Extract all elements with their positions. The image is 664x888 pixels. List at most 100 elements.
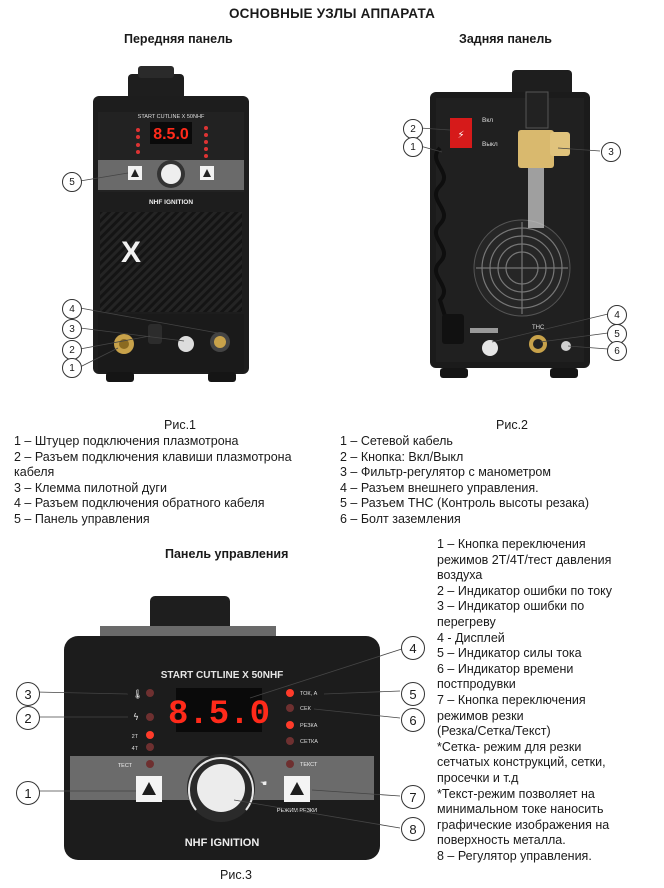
fig3-legend-item: 8 – Регулятор управления. [437,848,592,863]
postflow-led-label: СЕК [300,706,312,712]
rear-callout-1: 1 [403,137,423,157]
handle [128,74,184,100]
text-led-label: ТЕКСТ [300,762,318,768]
led-2t-label: 2T [132,734,139,740]
fig3-legend-item: постпродувки [437,677,516,692]
rear-callout-3: 3 [601,142,621,162]
fig3-legend-item: просечки и т.д [437,770,519,785]
thc-label: THC [532,325,545,331]
fig3-legend-item: графические изображения на [437,817,610,832]
front-grille [100,212,242,312]
fig1-legend: 1 – Штуцер подключения плазмотрона 2 – Р… [14,434,334,528]
switch-off-label: Выкл [482,141,498,148]
led-4t [146,743,154,751]
fig3-legend-item: поверхность металла. [437,833,566,848]
fig3-legend-item: 3 – Индикатор ошибки по [437,599,585,614]
rear-panel-figure: ⚡ Вкл Выкл THC [400,52,664,392]
cp-display-value: 8.5.0 [168,696,270,734]
fig3-legend-item: сетчатых конструкций, сетки, [437,755,606,770]
fig3-legend-item: перегреву [437,614,496,629]
cp-callout-8: 8 [401,817,425,841]
rear-callout-2: 2 [403,119,423,139]
fig1-legend-item: 3 – Клемма пилотной дуги [14,480,167,495]
cp-handle [150,596,230,634]
current-error-led [146,713,154,721]
control-knob [161,164,181,184]
fig3-legend-item: (Резка/Сетка/Текст) [437,724,551,739]
x-logo: X [121,236,141,269]
ext-control-socket [482,340,498,356]
cp-brand: START CUTLINE X 50NHF [161,670,284,681]
fig2-legend-item: 1 – Сетевой кабель [340,434,453,448]
cp-callout-1: 1 [16,781,40,805]
fig3-legend-item: 6 – Индикатор времени [437,661,574,676]
cp-model: NHF IGNITION [185,837,260,849]
fig2-legend-item: 2 – Кнопка: Вкл/Выкл [340,449,464,464]
power-plug [442,314,464,344]
led-test [146,760,154,768]
control-panel-figure: START CUTLINE X 50NHF 8.5.0 🌡 ϟ 2T 4T ТЕ… [0,590,435,860]
fig3-legend-item: 4 - Дисплей [437,630,505,645]
front-callout-2: 2 [62,340,82,360]
rear-callout-6: 6 [607,341,627,361]
front-panel-figure: 8.5.0 START CUTLINE X 50NHF NHF IGNITION… [0,52,330,392]
cp-callout-2: 2 [16,706,40,730]
fig3-legend-item: 2 – Индикатор ошибки по току [437,583,613,598]
front-callout-4: 4 [62,299,82,319]
grid-led-label: СЕТКА [300,739,318,745]
svg-text:⚡: ⚡ [457,130,464,141]
rear-callout-4: 4 [607,305,627,325]
fig3-legend-item: *Текст-режим позволяет на [437,786,595,801]
front-callout-5: 5 [62,172,82,192]
power-switch [450,118,472,148]
current-led [286,689,294,697]
postflow-led [286,704,294,712]
pilot-arc-clamp [178,336,194,352]
control-knob-main [197,764,245,812]
cp-callout-6: 6 [401,708,425,732]
fig3-legend-item: 5 – Индикатор силы тока [437,646,582,661]
led-4t-label: 4T [132,746,139,752]
fig2-legend-item: 3 – Фильтр-регулятор с манометром [340,465,551,480]
filter-regulator [518,130,554,168]
text-led [286,760,294,768]
fig1-legend-item: 2 – Разъем подключения клавиши плазмотро… [14,449,292,464]
cp-callout-5: 5 [401,682,425,706]
fig1-legend-item: кабеля [14,465,55,480]
fig1-legend-item: 1 – Штуцер подключения плазмотрона [14,434,239,448]
front-callout-1: 1 [62,358,82,378]
rear-panel-heading: Задняя панель [459,32,552,46]
hand-icon: ☚ [260,779,267,788]
front-display-value: 8.5.0 [153,126,189,143]
fig2-legend-item: 4 – Разъем внешнего управления. [340,480,539,495]
control-panel-heading: Панель управления [165,547,289,561]
cp-callout-3: 3 [16,682,40,706]
fig2-legend-item: 5 – Разъем THC (Контроль высоты резака) [340,496,590,511]
led-test-label: ТЕСТ [118,763,133,769]
fig3-legend: 1 – Кнопка переключения режимов 2T/4T/те… [437,537,661,864]
cp-callout-4: 4 [401,636,425,660]
fig2-legend-item: 6 – Болт заземления [340,511,461,526]
front-model: NHF IGNITION [149,199,193,206]
switch-on-label: Вкл [482,117,493,124]
cp-body [64,636,380,860]
thermometer-icon: 🌡 [132,689,143,700]
fig3-legend-item: режимов резки [437,708,524,723]
fig1-legend-item: 5 – Панель управления [14,511,150,526]
fig3-legend-item: *Сетка- режим для резки [437,739,582,754]
front-display [150,122,192,144]
fig3-legend-item: режимов 2T/4T/тест давления [437,552,612,567]
cp-display [176,688,262,732]
led-2t [146,731,154,739]
fig3-legend-item: воздуха [437,568,483,583]
front-brand: START CUTLINE X 50NHF [138,114,205,120]
fig2-legend: 1 – Сетевой кабель 2 – Кнопка: Вкл/Выкл … [340,434,660,528]
current-led-label: ТОК, А [300,691,318,697]
fig3-caption: Рис.3 [220,868,252,882]
cut-led [286,721,294,729]
front-panel-heading: Передняя панель [124,32,233,46]
fig3-legend-item: 7 – Кнопка переключения [437,692,586,707]
current-error-icon: ϟ [133,713,139,723]
fig1-legend-item: 4 – Разъем подключения обратного кабеля [14,496,265,511]
cp-callout-7: 7 [401,785,425,809]
